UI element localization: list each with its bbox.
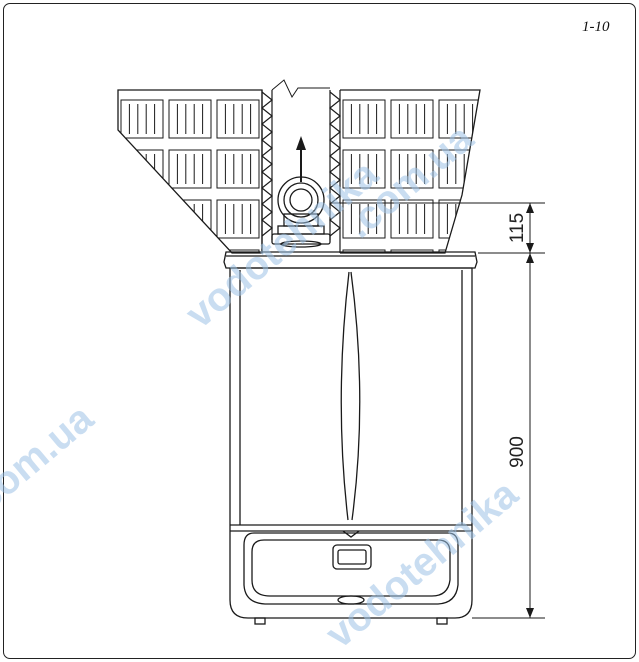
brick xyxy=(120,99,164,139)
figure-label: 1-10 xyxy=(582,19,610,35)
dimension-boiler-height: 900 xyxy=(507,436,528,468)
brick xyxy=(438,99,480,139)
brick xyxy=(438,149,480,189)
brick xyxy=(216,199,260,239)
boiler-top-cap xyxy=(223,251,478,269)
brick xyxy=(120,249,164,253)
brick xyxy=(168,99,212,139)
dimension-lines xyxy=(330,202,545,619)
brick xyxy=(390,149,434,189)
brick xyxy=(216,99,260,139)
watermark-text-3: .com.ua xyxy=(0,396,102,527)
flue-elbow xyxy=(271,176,331,248)
flow-arrow xyxy=(296,136,306,182)
dimension-flue-offset: 115 xyxy=(507,213,528,243)
brick xyxy=(168,149,212,189)
brick xyxy=(390,99,434,139)
flue-shaft xyxy=(261,79,341,253)
insulation-right xyxy=(329,91,341,237)
brick xyxy=(390,249,434,253)
brick xyxy=(342,249,386,253)
insulation-left xyxy=(261,91,273,237)
brick xyxy=(120,199,164,239)
drawing-frame xyxy=(3,3,636,659)
brick xyxy=(216,249,260,253)
brick xyxy=(390,199,434,239)
brick xyxy=(216,149,260,189)
brick xyxy=(168,199,212,239)
brick xyxy=(342,99,386,139)
boiler-body xyxy=(229,267,473,625)
watermark: vodotehnika .com.ua .com.ua vodotehnika xyxy=(0,116,527,657)
brick xyxy=(342,149,386,189)
brick xyxy=(342,199,386,239)
dimension-arrows xyxy=(526,203,534,618)
brick xyxy=(438,199,480,239)
